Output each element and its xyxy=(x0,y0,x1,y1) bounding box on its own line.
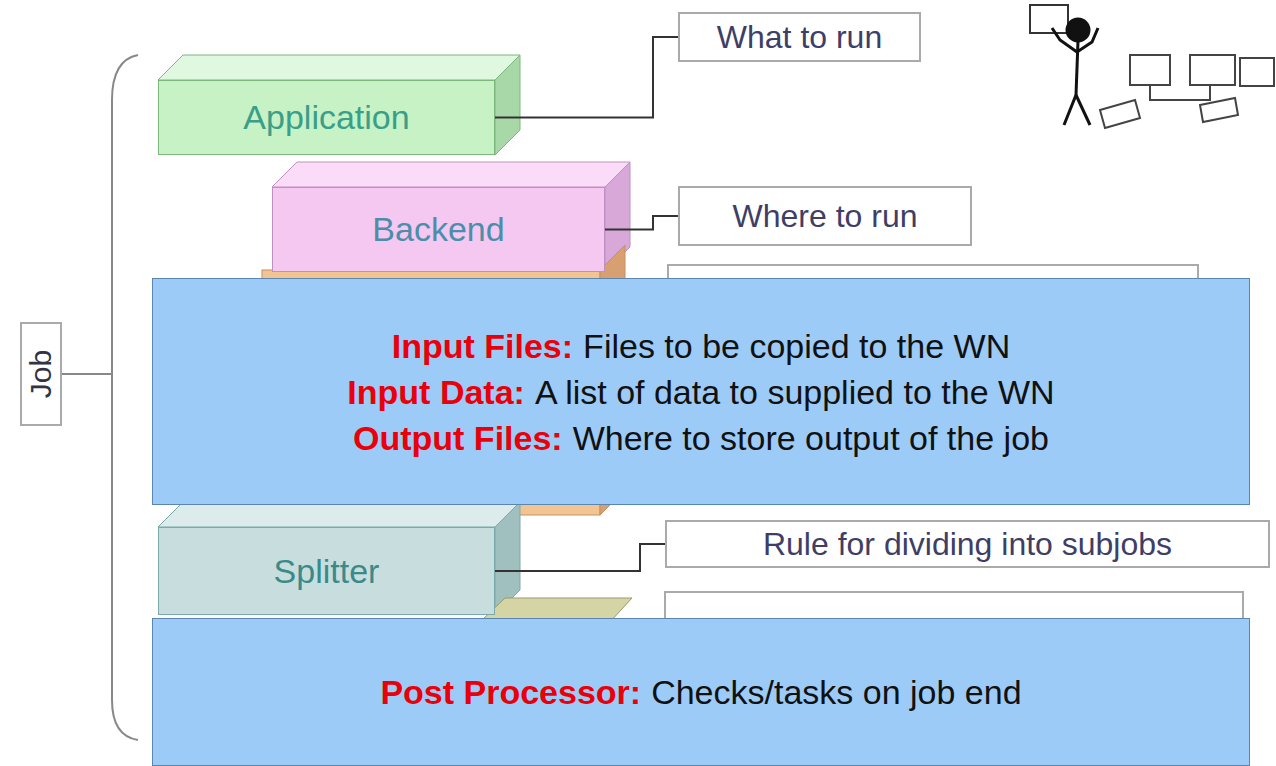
callout-heading: Input Files: xyxy=(392,327,573,365)
callout-box: Input Files: Files to be copied to the WN… xyxy=(152,278,1250,505)
leader-connector xyxy=(495,37,678,118)
box-label: Application xyxy=(243,98,409,137)
box-top xyxy=(158,502,520,527)
description-label: What to run xyxy=(678,12,921,62)
callout-line: Output Files: Where to store output of th… xyxy=(353,415,1049,461)
callout-line: Input Data: A list of data to supplied to… xyxy=(347,369,1054,415)
box-top xyxy=(158,55,520,80)
box-label: Splitter xyxy=(274,552,380,591)
bracket-stub xyxy=(62,373,112,375)
callout-box: Post Processor: Checks/tasks on job end xyxy=(152,618,1250,766)
job-box: Job xyxy=(20,322,62,426)
leader-connector xyxy=(605,216,678,230)
callout-heading: Input Data: xyxy=(347,373,525,411)
box-label: What to run xyxy=(717,19,882,56)
callout-line: Post Processor: Checks/tasks on job end xyxy=(380,669,1021,715)
backend-box: Backend xyxy=(272,187,605,272)
box-top xyxy=(272,162,630,187)
description-label: Rule for dividing into subjobs xyxy=(665,520,1270,568)
callout-line: Input Files: Files to be copied to the WN xyxy=(392,323,1010,369)
splitter-box: Splitter xyxy=(158,527,495,615)
box-label: Backend xyxy=(372,210,504,249)
application-box: Application xyxy=(158,80,495,155)
callout-text: Where to store output of the job xyxy=(573,419,1049,457)
box-label: Rule for dividing into subjobs xyxy=(763,526,1172,563)
callout-heading: Post Processor: xyxy=(380,673,641,711)
callout-text: Files to be copied to the WN xyxy=(583,327,1010,365)
job-label: Job xyxy=(24,350,58,398)
box-label: Where to run xyxy=(733,198,918,235)
stick-figure xyxy=(1030,5,1274,128)
leader-connector xyxy=(495,544,665,571)
description-label: Where to run xyxy=(678,186,972,246)
callout-text: A list of data to supplied to the WN xyxy=(535,373,1055,411)
box-side xyxy=(495,55,520,155)
callout-heading: Output Files: xyxy=(353,419,563,457)
callout-text: Checks/tasks on job end xyxy=(651,673,1021,711)
job-bracket xyxy=(112,55,138,740)
